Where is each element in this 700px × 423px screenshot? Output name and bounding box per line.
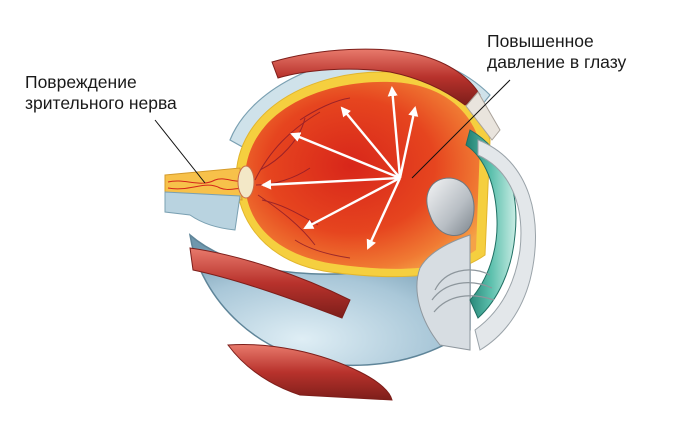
retinal-vessels — [254, 97, 351, 259]
optic-nerve — [164, 167, 243, 201]
increased-pressure-label-line1: Повышенное — [487, 31, 594, 51]
increased-pressure-label-line2: давление в глазу — [487, 52, 627, 72]
pressure-arrows — [260, 85, 419, 250]
lens — [426, 177, 475, 237]
optic-nerve-damage-label-line1: Повреждение — [25, 72, 137, 92]
optic-disc — [237, 165, 255, 199]
pressure-pointer-line — [411, 79, 511, 179]
lower-extraocular-muscle — [189, 247, 351, 319]
optic-nerve-damage-label-line2: зрительного нерва — [25, 93, 177, 113]
optic-nerve-damage-label: Повреждение зрительного нерва — [25, 72, 177, 114]
iris-folds — [431, 269, 495, 313]
bottom-extraocular-muscle — [227, 344, 393, 401]
anterior-segment — [474, 139, 536, 351]
optic-nerve-sheath — [164, 191, 241, 231]
increased-pressure-label: Повышенное давление в глазу — [487, 31, 626, 73]
upper-muscle-tendon — [465, 91, 501, 141]
ciliary-body — [416, 234, 471, 351]
optic-nerve-pointer-line — [154, 119, 206, 184]
